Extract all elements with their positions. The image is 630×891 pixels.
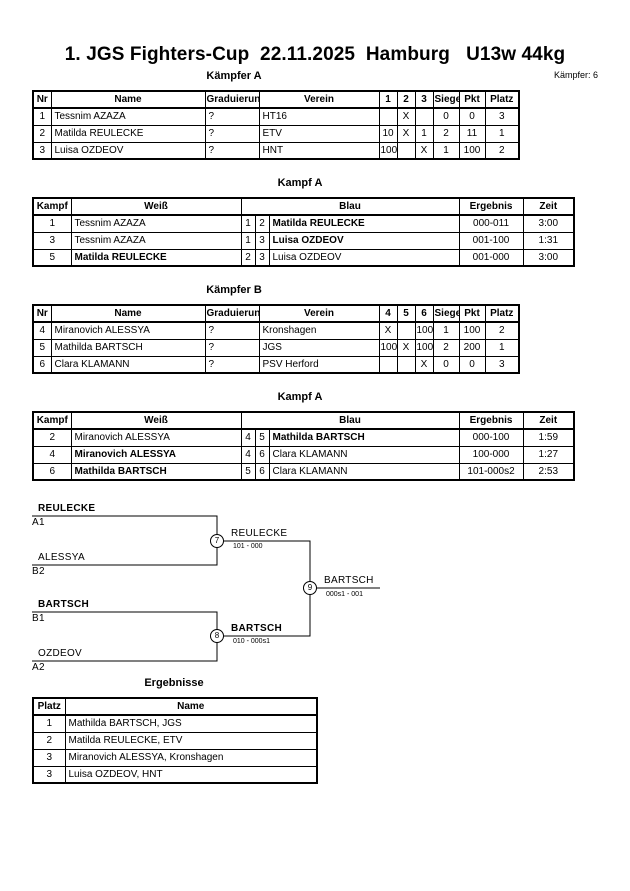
kampf-b-table: Kampf Weiß Blau Ergebnis Zeit 2 Miranovi… xyxy=(32,411,576,481)
cell-platz: 2 xyxy=(32,731,66,750)
cell-platz: 1 xyxy=(32,714,66,733)
cell-zeit: 2:53 xyxy=(522,462,575,481)
cell-name: Luisa OZDEOV, HNT xyxy=(64,765,318,784)
cell-name: Matilda REULECKE, ETV xyxy=(64,731,318,750)
match-node-8: 8 xyxy=(210,629,224,643)
sf1-bottom-seed: B2 xyxy=(32,566,45,577)
table-row: 1 Tessnim AZAZA ? HT16 X 0 0 3 xyxy=(32,107,520,126)
sf1-bottom-name: ALESSYA xyxy=(38,552,85,563)
cell-platz: 3 xyxy=(484,355,520,374)
table-row: 6 Clara KLAMANN ? PSV Herford X 0 0 3 xyxy=(32,355,520,374)
results-title: Ergebnisse xyxy=(144,677,204,689)
final-winner-name: BARTSCH xyxy=(324,575,374,586)
col-kampf: Kampf xyxy=(32,197,72,216)
cell-platz: 3 xyxy=(32,765,66,784)
sf1-top-name: REULECKE xyxy=(38,503,96,514)
table-row: 5 Matilda REULECKE 2 3 Luisa OZDEOV 001-… xyxy=(32,248,575,267)
pool-b-header-row: Nr Name Graduierung Verein 4 5 6 Siege P… xyxy=(32,304,520,323)
cell-blau: Luisa OZDEOV xyxy=(268,248,460,267)
sf1-top-seed: A1 xyxy=(32,517,45,528)
col-blau: Blau xyxy=(240,411,460,430)
fighter-count: Kämpfer: 6 xyxy=(553,70,598,80)
sf2-bottom-seed: A2 xyxy=(32,662,45,673)
sf1-score: 101 - 000 xyxy=(233,543,263,550)
col-siege: Siege xyxy=(432,304,460,323)
pool-b-table: Nr Name Graduierung Verein 4 5 6 Siege P… xyxy=(32,304,520,374)
table-row: 3 Tessnim AZAZA 1 3 Luisa OZDEOV 001-100… xyxy=(32,231,575,250)
sf2-top-name: BARTSCH xyxy=(38,599,89,610)
col-name: Name xyxy=(64,697,318,716)
table-row: 3 Luisa OZDEOV, HNT xyxy=(32,765,318,784)
table-row: 1 Mathilda BARTSCH, JGS xyxy=(32,714,318,733)
pool-b-title: Kämpfer B xyxy=(206,284,262,296)
table-row: 4 Miranovich ALESSYA 4 6 Clara KLAMANN 1… xyxy=(32,445,575,464)
kampf-a-title: Kampf A xyxy=(277,177,323,189)
cell-platz: 2 xyxy=(484,141,520,160)
cell-name: Miranovich ALESSYA, Kronshagen xyxy=(64,748,318,767)
cell-ergebnis: 001-000 xyxy=(458,248,524,267)
col-graduierung: Graduierung xyxy=(204,304,260,323)
table-row: 6 Mathilda BARTSCH 5 6 Clara KLAMANN 101… xyxy=(32,462,575,481)
cell-blau: Clara KLAMANN xyxy=(268,462,460,481)
table-row: 2 Matilda REULECKE, ETV xyxy=(32,731,318,750)
table-row: 2 Miranovich ALESSYA 4 5 Mathilda BARTSC… xyxy=(32,428,575,447)
col-name: Name xyxy=(50,304,206,323)
col-zeit: Zeit xyxy=(522,411,575,430)
kampf-b-header-row: Kampf Weiß Blau Ergebnis Zeit xyxy=(32,411,575,430)
sf2-score: 010 - 000s1 xyxy=(233,638,270,645)
sf2-top-seed: B1 xyxy=(32,613,45,624)
kampf-a-table: Kampf Weiß Blau Ergebnis Zeit 1 Tessnim … xyxy=(32,197,576,267)
results-header-row: Platz Name xyxy=(32,697,318,716)
col-verein: Verein xyxy=(258,304,380,323)
kampf-b-title: Kampf A xyxy=(277,391,323,403)
results-table: Platz Name 1 Mathilda BARTSCH, JGS 2 Mat… xyxy=(32,697,318,784)
pool-a-title: Kämpfer A xyxy=(206,70,262,82)
col-platz: Platz xyxy=(484,304,520,323)
col-blau: Blau xyxy=(240,197,460,216)
col-zeit: Zeit xyxy=(522,197,575,216)
final-bracket xyxy=(217,540,311,637)
cell-name: Luisa OZDEOV xyxy=(50,141,206,160)
kampf-a-header-row: Kampf Weiß Blau Ergebnis Zeit xyxy=(32,197,575,216)
match-node-9: 9 xyxy=(303,581,317,595)
sf1-winner-name: REULECKE xyxy=(231,528,288,539)
cell-name: Mathilda BARTSCH, JGS xyxy=(64,714,318,733)
match-node-7: 7 xyxy=(210,534,224,548)
sf2-bottom-name: OZDEOV xyxy=(38,648,83,659)
cell-blau-nr: 3 xyxy=(254,248,270,267)
table-row: 3 Luisa OZDEOV ? HNT 100 X 1 100 2 xyxy=(32,141,520,160)
table-row: 3 Miranovich ALESSYA, Kronshagen xyxy=(32,748,318,767)
col-graduierung: Graduierung xyxy=(204,90,260,109)
cell-platz: 3 xyxy=(32,748,66,767)
cell-weiss: Matilda REULECKE xyxy=(70,248,242,267)
cell-zeit: 3:00 xyxy=(522,248,575,267)
col-platz: Platz xyxy=(32,697,66,716)
final-score: 000s1 - 001 xyxy=(326,591,363,598)
pool-a-table: Nr Name Graduierung Verein 1 2 3 Siege P… xyxy=(32,90,520,160)
col-verein: Verein xyxy=(258,90,380,109)
pool-a-header-row: Nr Name Graduierung Verein 1 2 3 Siege P… xyxy=(32,90,520,109)
page-title: 1. JGS Fighters-Cup 22.11.2025 Hamburg U… xyxy=(64,44,566,65)
sf2-winner-name: BARTSCH xyxy=(231,623,282,634)
col-platz: Platz xyxy=(484,90,520,109)
